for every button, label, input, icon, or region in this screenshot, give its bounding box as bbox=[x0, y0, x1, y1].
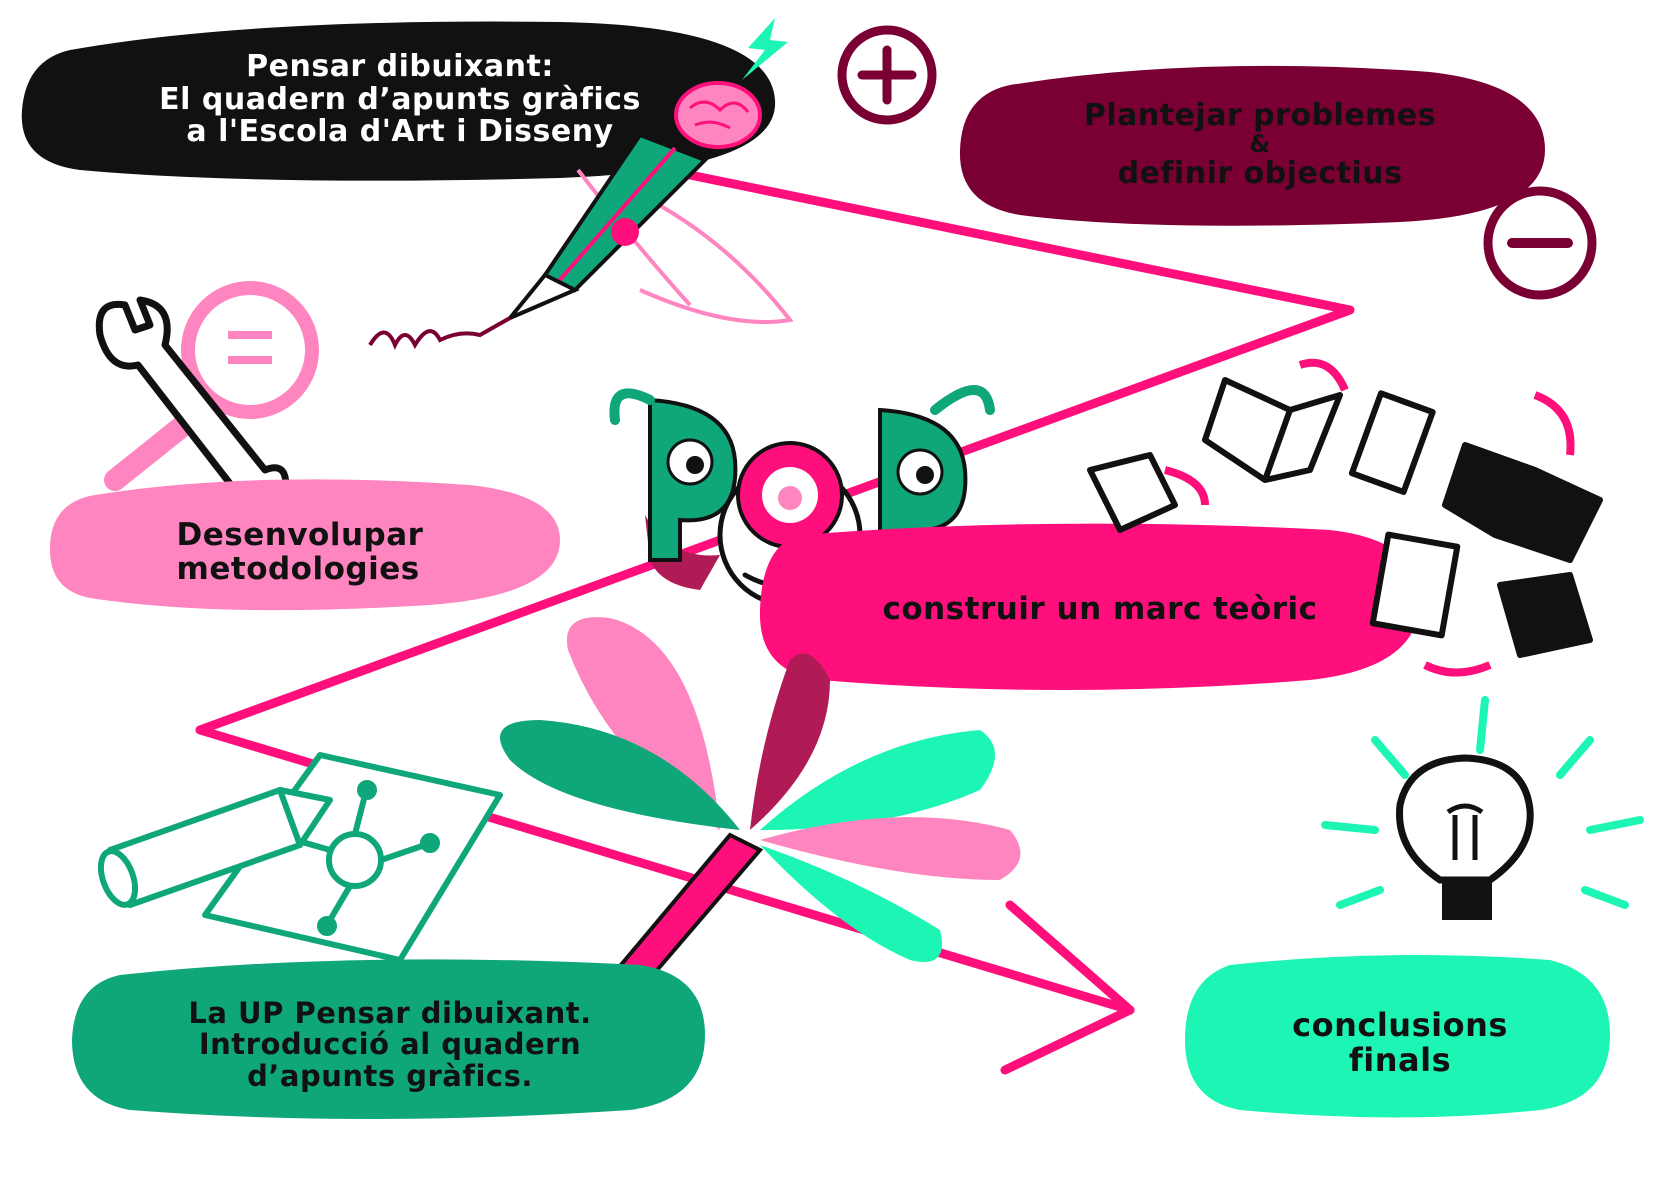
title-blob bbox=[21, 21, 776, 181]
construir-step: construir un marc teòric bbox=[820, 580, 1380, 640]
pencil-icon bbox=[368, 132, 794, 350]
up-line-3: d’apunts gràfics. bbox=[247, 1058, 533, 1093]
desenvolupar-line-2: metodologies bbox=[176, 550, 420, 587]
plantejar-blob bbox=[959, 65, 1545, 226]
plantejar-line-3: definir objectius bbox=[1117, 155, 1403, 191]
conclusions-line-1: conclusions bbox=[1292, 1005, 1508, 1044]
conclusions-line-2: finals bbox=[1348, 1040, 1452, 1079]
conclusions-step: conclusions finals bbox=[1200, 990, 1600, 1095]
mind-map-paper-icon bbox=[97, 752, 503, 963]
books-icon bbox=[1087, 358, 1603, 677]
wrench-icon bbox=[95, 296, 290, 516]
title-line-3: a l'Escola d'Art i Disseny bbox=[186, 114, 614, 150]
desenvolupar-line-1: Desenvolupar bbox=[176, 517, 424, 554]
page-title: Pensar dibuixant: El quadern d’apunts gr… bbox=[159, 49, 641, 150]
plantejar-step: Plantejar problemes & definir objectius bbox=[980, 75, 1540, 215]
construir-blob bbox=[759, 523, 1420, 690]
plantejar-line-2: & bbox=[1249, 130, 1271, 159]
title-line-1: Pensar dibuixant: bbox=[246, 49, 554, 85]
lightning-icon bbox=[742, 18, 788, 80]
plantejar-line-1: Plantejar problemes bbox=[1083, 97, 1437, 133]
up-line-2: Introducció al quadern bbox=[198, 1027, 582, 1062]
up-line-1: La UP Pensar dibuixant. bbox=[188, 996, 592, 1031]
title-block: Pensar dibuixant: El quadern d’apunts gr… bbox=[50, 35, 750, 165]
up-blob bbox=[72, 959, 705, 1119]
conclusions-blob bbox=[1185, 955, 1610, 1118]
up-step: La UP Pensar dibuixant. Introducció al q… bbox=[95, 985, 685, 1105]
minus-icon bbox=[1483, 186, 1597, 300]
desenvolupar-step: Desenvolupar metodologies bbox=[60, 505, 540, 600]
lightbulb-icon bbox=[1321, 696, 1644, 920]
brain-icon bbox=[674, 81, 762, 149]
desenvolupar-blob bbox=[49, 479, 561, 611]
magnifier-icon bbox=[104, 281, 319, 491]
construir-line-1: construir un marc teòric bbox=[882, 591, 1318, 628]
title-line-2: El quadern d’apunts gràfics bbox=[159, 81, 641, 117]
plus-icon bbox=[837, 25, 937, 125]
